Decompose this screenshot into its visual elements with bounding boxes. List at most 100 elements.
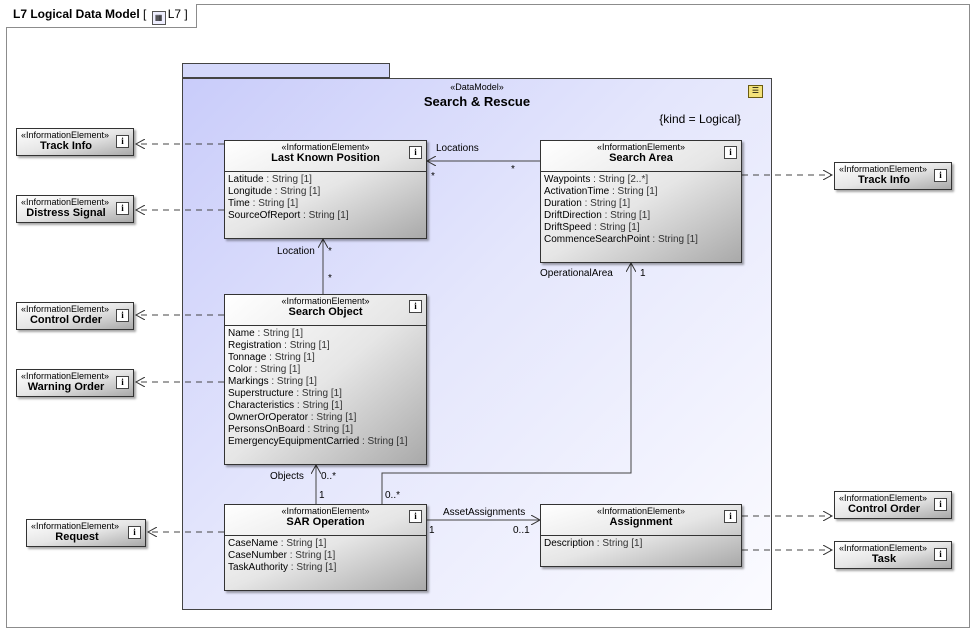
attribute-row[interactable]: OwnerOrOperator : String [1]: [228, 412, 423, 424]
class-search-object[interactable]: «InformationElement» Search Object i Nam…: [224, 294, 427, 465]
info-icon[interactable]: i: [409, 300, 422, 313]
external-name: Control Order: [29, 314, 103, 326]
info-icon[interactable]: i: [128, 526, 141, 539]
external-distress-signal[interactable]: «InformationElement» Distress Signal i: [16, 195, 134, 223]
attribute-name: OwnerOrOperator: [228, 412, 309, 423]
mult-location-top: *: [328, 246, 332, 257]
info-icon[interactable]: i: [409, 510, 422, 523]
info-icon[interactable]: i: [934, 169, 947, 182]
external-name: Track Info: [858, 174, 910, 186]
attribute-row[interactable]: ActivationTime : String [1]: [544, 186, 738, 198]
attribute-name: CaseNumber: [228, 550, 287, 561]
attribute-row[interactable]: CaseNumber : String [1]: [228, 550, 423, 562]
info-icon[interactable]: i: [116, 135, 129, 148]
attribute-row[interactable]: PersonsOnBoard : String [1]: [228, 424, 423, 436]
info-icon[interactable]: i: [116, 202, 129, 215]
association-operational-area[interactable]: [381, 263, 631, 505]
attribute-row[interactable]: Characteristics : String [1]: [228, 400, 423, 412]
external-stereotype: «InformationElement»: [839, 164, 928, 174]
package-tab: [182, 63, 390, 78]
class-header: «InformationElement» Assignment i: [541, 505, 741, 536]
attribute-row[interactable]: Tonnage : String [1]: [228, 352, 423, 364]
attribute-type: : String [1]: [308, 412, 357, 423]
class-sar-operation[interactable]: «InformationElement» SAR Operation i Cas…: [224, 504, 427, 591]
external-control-order-left[interactable]: «InformationElement» Control Order i: [16, 302, 134, 330]
class-name: Search Area: [609, 152, 673, 164]
diagram-reference[interactable]: [ ▦L7 ]: [143, 7, 188, 25]
attribute-row[interactable]: Name : String [1]: [228, 328, 423, 340]
attribute-list: Name : String [1]Registration : String […: [225, 326, 426, 450]
external-track-info-left[interactable]: «InformationElement» Track Info i: [16, 128, 134, 156]
info-icon[interactable]: i: [724, 510, 737, 523]
diagram-frame: [6, 4, 970, 628]
attribute-row[interactable]: Latitude : String [1]: [228, 174, 423, 186]
class-search-area[interactable]: «InformationElement» Search Area i Waypo…: [540, 140, 742, 263]
attribute-type: : String [1]: [304, 424, 354, 435]
attribute-row[interactable]: EmergencyEquipmentCarried : String [1]: [228, 436, 423, 448]
attribute-type: : String [1]: [594, 538, 643, 549]
attribute-row[interactable]: DriftDirection : String [1]: [544, 210, 738, 222]
class-stereotype: «InformationElement»: [596, 142, 686, 152]
class-last-known-position[interactable]: «InformationElement» Last Known Position…: [224, 140, 427, 239]
attribute-row[interactable]: Waypoints : String [2..*]: [544, 174, 738, 186]
attribute-row[interactable]: CaseName : String [1]: [228, 538, 423, 550]
attribute-row[interactable]: Color : String [1]: [228, 364, 423, 376]
attribute-list: CaseName : String [1]CaseNumber : String…: [225, 536, 426, 576]
attribute-row[interactable]: Duration : String [1]: [544, 198, 738, 210]
external-name: Request: [55, 531, 99, 543]
label-location: Location: [277, 246, 315, 257]
external-control-order-right[interactable]: «InformationElement» Control Order i: [834, 491, 952, 519]
external-stereotype: «InformationElement»: [31, 521, 120, 531]
attribute-type: : String [2..*]: [590, 174, 649, 185]
info-icon[interactable]: i: [934, 548, 947, 561]
frame-title-tab[interactable]: L7 Logical Data Model [ ▦L7 ]: [6, 4, 197, 28]
mult-location-bottom: *: [328, 273, 332, 284]
attribute-row[interactable]: Registration : String [1]: [228, 340, 423, 352]
external-name: Track Info: [40, 140, 92, 152]
class-assignment[interactable]: «InformationElement» Assignment i Descri…: [540, 504, 742, 567]
attribute-name: Longitude: [228, 186, 272, 197]
info-icon[interactable]: i: [724, 146, 737, 159]
label-asset-assignments: AssetAssignments: [443, 507, 526, 518]
external-task[interactable]: «InformationElement» Task i: [834, 541, 952, 569]
class-header: «InformationElement» SAR Operation i: [225, 505, 426, 536]
attribute-name: Waypoints: [544, 174, 591, 185]
info-icon[interactable]: i: [409, 146, 422, 159]
attribute-name: SourceOfReport: [228, 210, 301, 221]
mult-operational-area: 1: [640, 268, 646, 279]
external-request[interactable]: «InformationElement» Request i: [26, 519, 146, 547]
external-warning-order[interactable]: «InformationElement» Warning Order i: [16, 369, 134, 397]
class-name: Search Object: [288, 306, 363, 318]
package-name: Search & Rescue: [423, 94, 531, 109]
external-name: Warning Order: [27, 381, 105, 393]
external-stereotype: «InformationElement»: [839, 543, 928, 553]
class-name: SAR Operation: [286, 516, 365, 528]
attribute-list: Latitude : String [1]Longitude : String …: [225, 172, 426, 224]
attribute-name: PersonsOnBoard: [228, 424, 305, 435]
attribute-type: : String [1]: [601, 210, 651, 221]
external-stereotype: «InformationElement»: [21, 130, 110, 140]
attribute-row[interactable]: Time : String [1]: [228, 198, 423, 210]
attribute-row[interactable]: Superstructure : String [1]: [228, 388, 423, 400]
attribute-row[interactable]: TaskAuthority : String [1]: [228, 562, 423, 574]
mult-asset-asg: 0..1: [513, 525, 530, 536]
attribute-row[interactable]: Description : String [1]: [544, 538, 738, 550]
attribute-row[interactable]: Markings : String [1]: [228, 376, 423, 388]
info-icon[interactable]: i: [116, 309, 129, 322]
label-locations: Locations: [436, 143, 479, 154]
info-icon[interactable]: i: [934, 498, 947, 511]
attribute-type: : String [1]: [268, 376, 317, 387]
attribute-row[interactable]: CommenceSearchPoint : String [1]: [544, 234, 738, 246]
label-operational-area: OperationalArea: [540, 268, 613, 279]
attribute-name: Characteristics: [228, 400, 295, 411]
attribute-type: : String [1]: [581, 198, 631, 209]
attribute-type: : String [1]: [649, 234, 698, 245]
attribute-name: Markings: [228, 376, 269, 387]
attribute-row[interactable]: SourceOfReport : String [1]: [228, 210, 423, 222]
attribute-row[interactable]: Longitude : String [1]: [228, 186, 423, 198]
attribute-row[interactable]: DriftSpeed : String [1]: [544, 222, 738, 234]
mult-asset-sar: 1: [429, 525, 435, 536]
external-track-info-right[interactable]: «InformationElement» Track Info i: [834, 162, 952, 190]
info-icon[interactable]: i: [116, 376, 129, 389]
external-stereotype: «InformationElement»: [839, 493, 928, 503]
